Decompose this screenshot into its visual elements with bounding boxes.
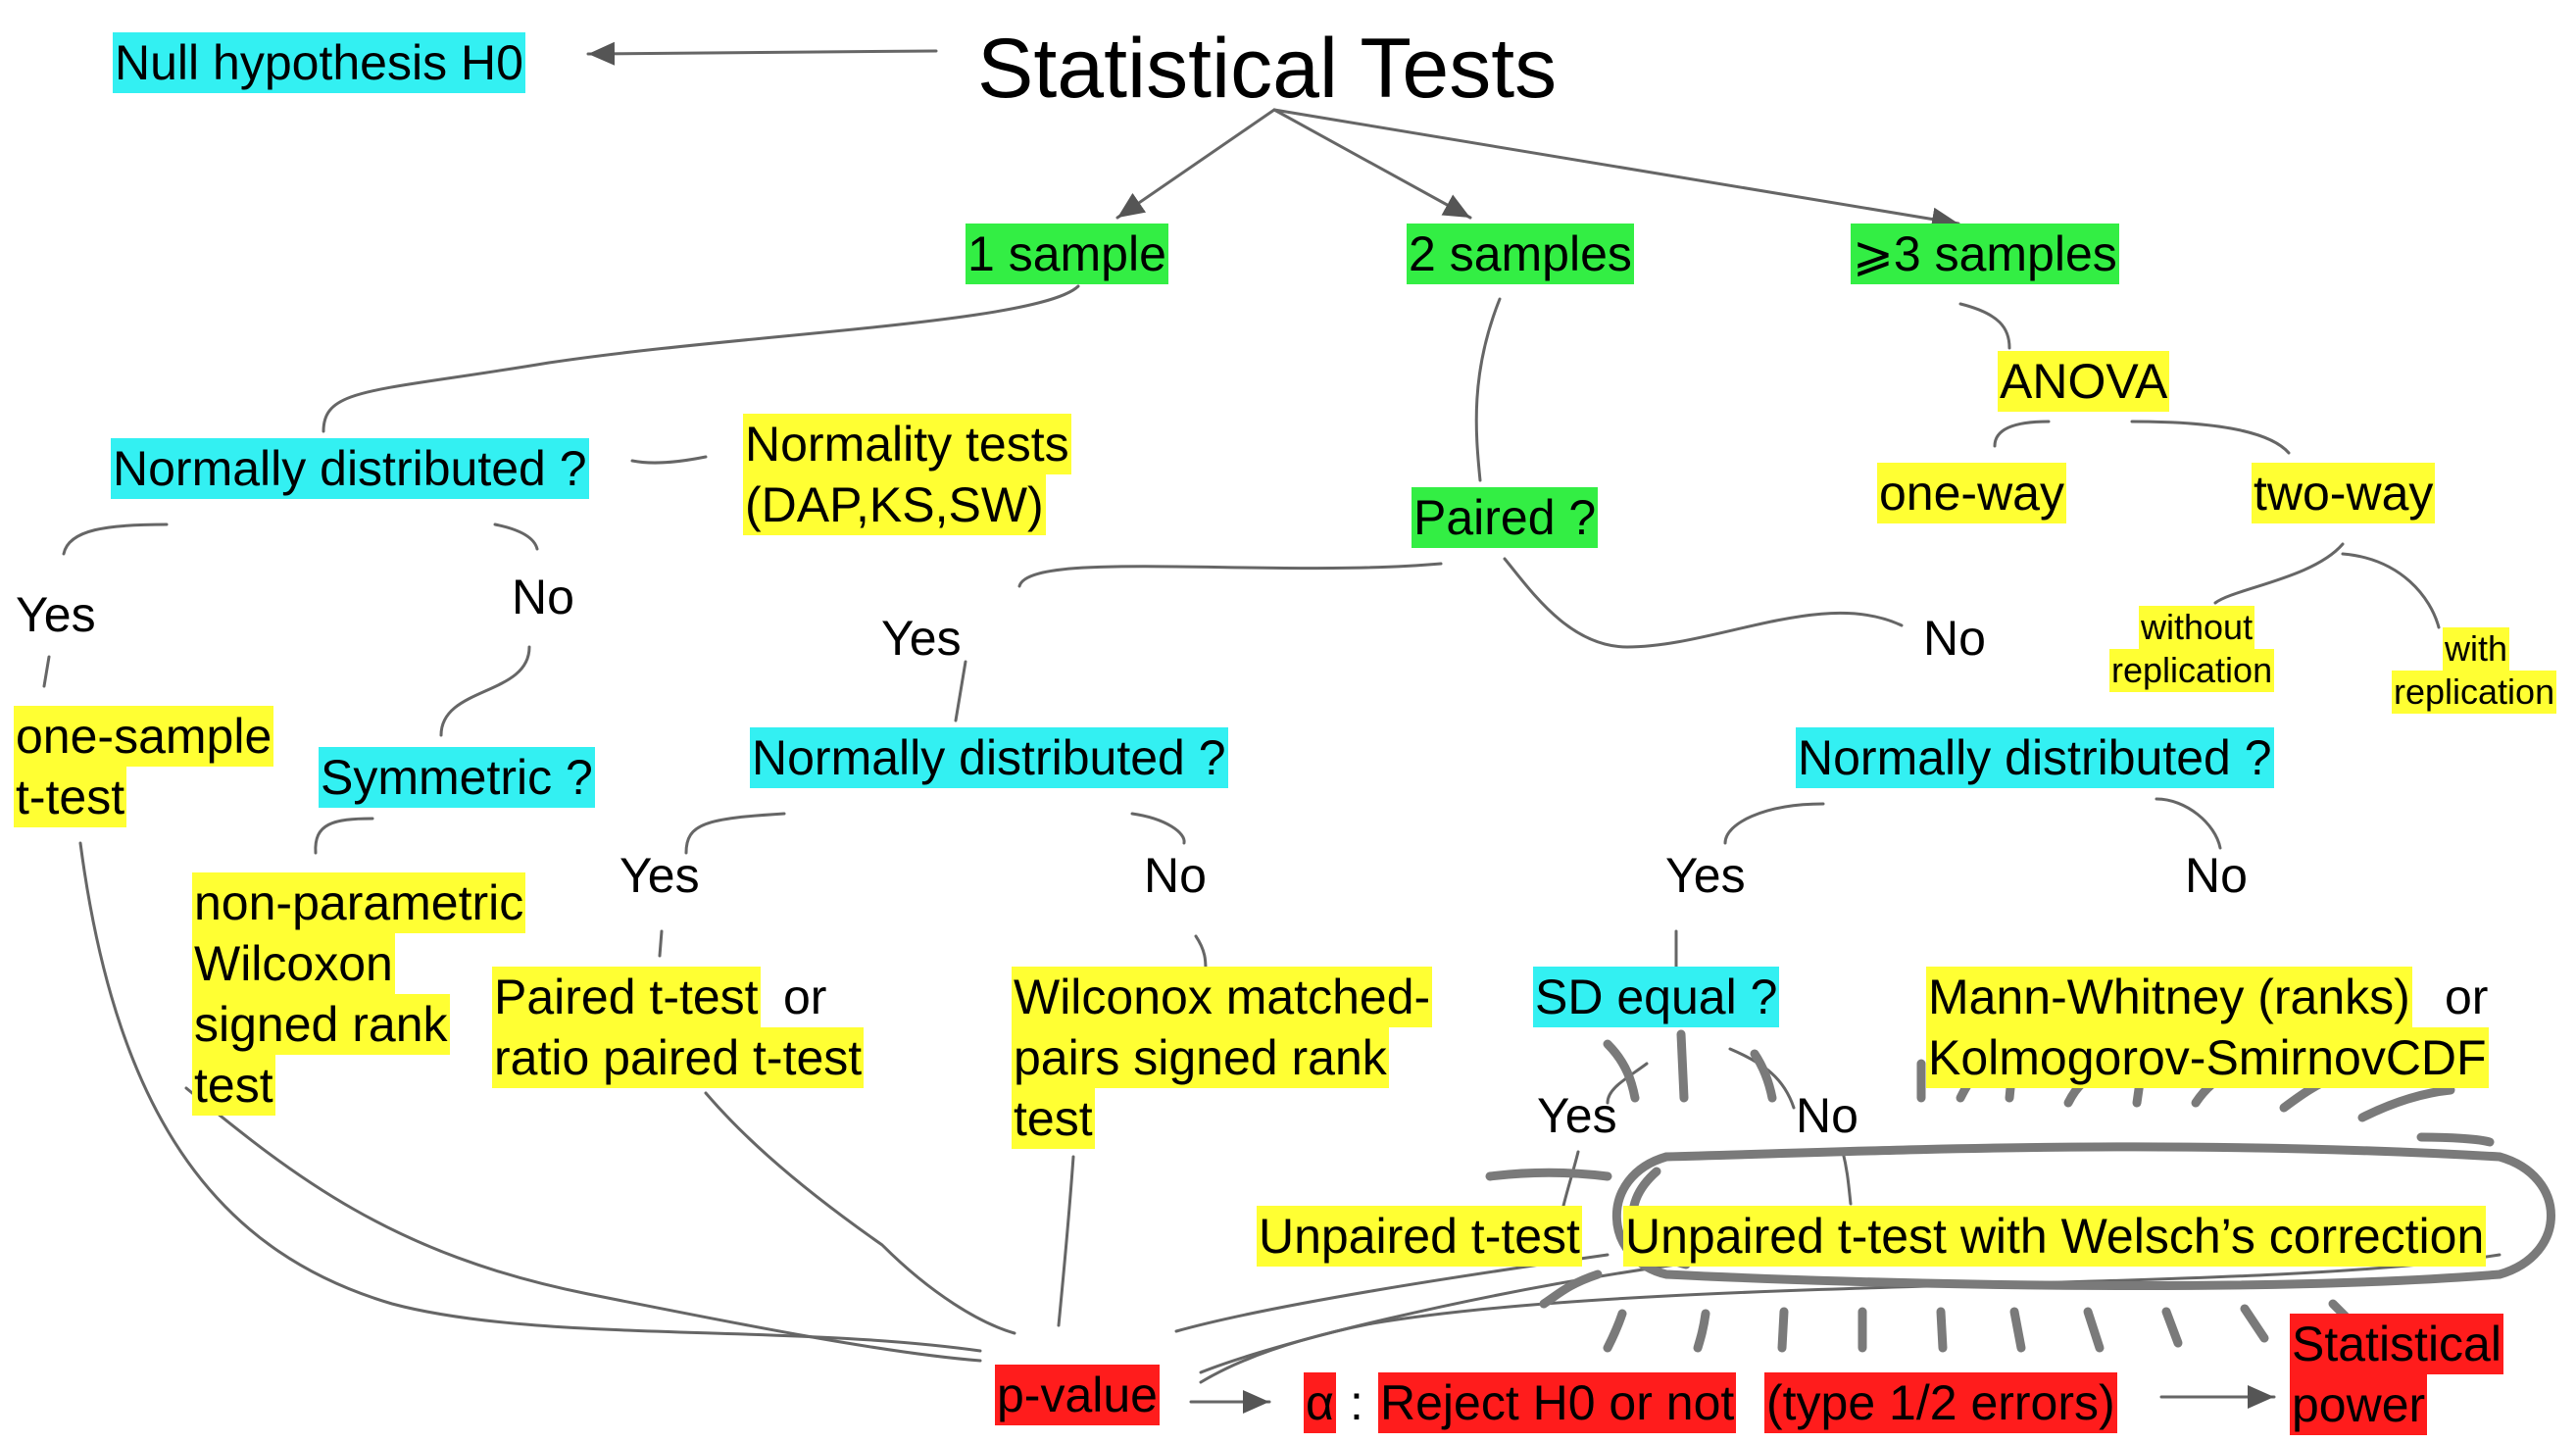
one-sample-no-label: No <box>512 570 574 624</box>
one-sample-t-test-line2: t-test <box>14 767 127 827</box>
one-sample-normal-question: Normally distributed ? <box>111 438 589 499</box>
paired-t-test-label: Paired t-test <box>492 967 761 1027</box>
statistical-power-line1: Statistical <box>2290 1314 2503 1374</box>
alpha-symbol: α <box>1304 1372 1336 1433</box>
without-replication-line1: without <box>2139 606 2255 649</box>
paired-t-or-label: or <box>783 970 827 1024</box>
one-sample-t-test-line1: one-sample <box>14 706 274 767</box>
welsch-correction-label: Unpaired t-test with Welsch’s correction <box>1623 1206 2487 1267</box>
anova-node: ANOVA <box>1998 351 2170 412</box>
paired-normal-question: Normally distributed ? <box>750 727 1228 788</box>
paired-normal-no-label: No <box>1144 848 1207 903</box>
wilcoxon-signed-rank-line2: Wilcoxon <box>192 933 395 994</box>
wilcoxon-signed-rank-line1: non-parametric <box>192 872 526 933</box>
unpaired-normal-no-label: No <box>2185 848 2248 903</box>
unpaired-t-test-label: Unpaired t-test <box>1257 1206 1582 1267</box>
sd-yes-label: Yes <box>1537 1088 1617 1143</box>
sd-equal-question: SD equal ? <box>1533 967 1780 1027</box>
with-replication-line2: replication <box>2392 671 2557 714</box>
paired-yes-label: Yes <box>881 611 962 666</box>
sd-no-label: No <box>1796 1088 1858 1143</box>
diagram-title: Statistical Tests <box>977 22 1558 116</box>
paired-question: Paired ? <box>1412 487 1599 548</box>
paired-no-label: No <box>1923 611 1986 666</box>
without-replication-line2: replication <box>2109 649 2275 692</box>
kolmogorov-smirnov-label: Kolmogorov-SmirnovCDF <box>1926 1027 2489 1088</box>
type-errors-label: (type 1/2 errors) <box>1764 1372 2117 1433</box>
one-way-anova-label: one-way <box>1877 463 2066 523</box>
wilcoxon-signed-rank-line3: signed rank <box>192 994 450 1055</box>
unpaired-normal-yes-label: Yes <box>1665 848 1746 903</box>
p-value-node: p-value <box>995 1365 1160 1425</box>
with-replication-line1: with <box>2443 627 2510 671</box>
mann-whitney-label: Mann-Whitney (ranks) <box>1926 967 2412 1027</box>
two-way-anova-label: two-way <box>2252 463 2436 523</box>
symmetric-question: Symmetric ? <box>319 747 595 808</box>
alpha-colon: : <box>1350 1375 1363 1430</box>
three-plus-samples-node: ⩾3 samples <box>1851 224 2119 284</box>
mann-whitney-or-label: or <box>2445 970 2489 1024</box>
ratio-paired-t-test-label: ratio paired t-test <box>492 1027 865 1088</box>
unpaired-normal-question: Normally distributed ? <box>1796 727 2274 788</box>
one-sample-node: 1 sample <box>966 224 1168 284</box>
wilcoxon-matched-pairs-line2: pairs signed rank <box>1012 1027 1389 1088</box>
normality-tests-line1: Normality tests <box>743 414 1071 474</box>
reject-h0-label: Reject H0 or not <box>1378 1372 1737 1433</box>
statistical-power-line2: power <box>2290 1374 2428 1435</box>
two-samples-node: 2 samples <box>1407 224 1634 284</box>
paired-normal-yes-label: Yes <box>619 848 700 903</box>
normality-tests-line2: (DAP,KS,SW) <box>743 474 1046 535</box>
null-hypothesis-label: Null hypothesis H0 <box>113 32 525 93</box>
wilcoxon-matched-pairs-line1: Wilconox matched- <box>1012 967 1433 1027</box>
one-sample-yes-label: Yes <box>16 587 96 642</box>
wilcoxon-matched-pairs-line3: test <box>1012 1088 1095 1149</box>
wilcoxon-signed-rank-line4: test <box>192 1055 275 1116</box>
